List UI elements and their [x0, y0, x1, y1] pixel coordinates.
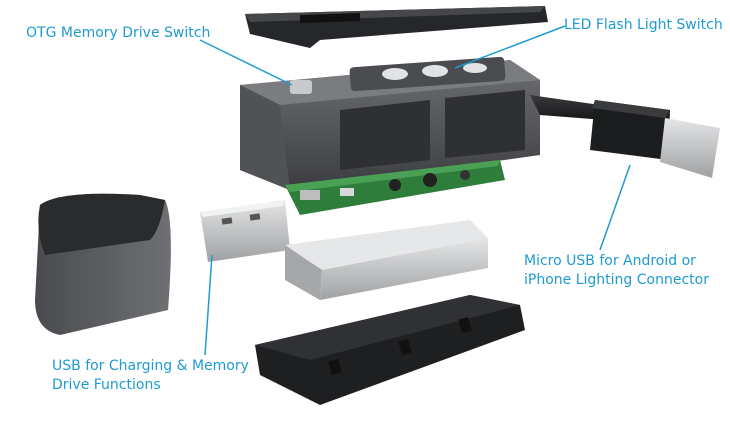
top-lid — [245, 6, 548, 48]
lightning-cable — [530, 95, 720, 178]
label-micro-usb-line2: iPhone Lighting Connector — [524, 272, 709, 288]
callout-line-otg — [199, 39, 293, 86]
usb-plug — [200, 200, 290, 262]
button-icon — [389, 179, 401, 191]
callout-line-led — [454, 25, 566, 69]
label-micro-usb-line1: Micro USB for Android or — [524, 253, 696, 269]
label-usb-line1: USB for Charging & Memory — [52, 358, 249, 374]
circuit-board — [285, 160, 505, 215]
main-housing — [240, 56, 540, 190]
callout-lines — [199, 25, 631, 356]
led-lens-icon — [382, 68, 408, 80]
otg-slide-switch — [290, 80, 312, 94]
bottom-lid — [255, 295, 525, 405]
usb-cap — [35, 193, 171, 335]
callout-line-micro-usb — [599, 164, 631, 251]
button-icon — [423, 173, 437, 187]
led-lens-icon — [422, 65, 448, 77]
memory-module — [285, 220, 488, 300]
label-led-switch: LED Flash Light Switch — [564, 17, 723, 33]
callout-line-usb — [204, 254, 213, 356]
led-lens-icon — [463, 63, 487, 73]
label-otg-switch: OTG Memory Drive Switch — [26, 25, 211, 41]
label-usb-line2: Drive Functions — [52, 377, 161, 393]
